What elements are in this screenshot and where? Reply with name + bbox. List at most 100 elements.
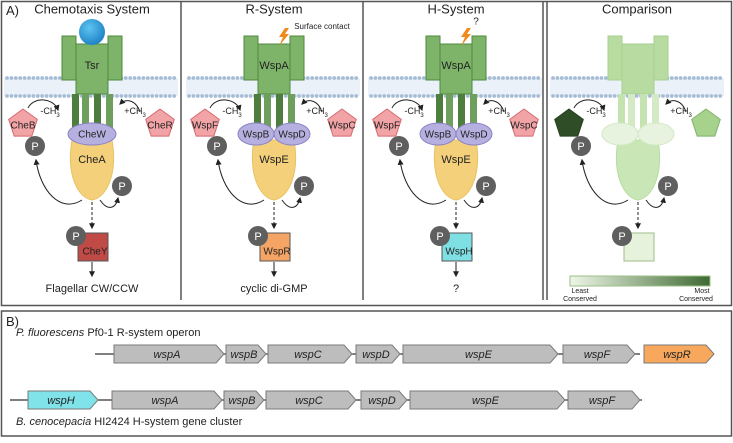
demethylation-arrow	[209, 99, 242, 112]
lipid-head	[217, 94, 222, 98]
receptor-left-arm	[425, 35, 441, 81]
adaptor-right-shape	[455, 122, 493, 146]
lipid-head	[709, 76, 714, 80]
lipid-head	[35, 76, 40, 80]
adaptor-label: CheW	[78, 130, 106, 141]
lipid-head	[523, 76, 527, 80]
lipid-head	[128, 94, 133, 98]
phosphate-label: P	[482, 181, 489, 193]
lipid-head	[283, 94, 288, 98]
lipid-head	[18, 76, 23, 80]
lipid-head	[349, 94, 354, 98]
lipid-head	[661, 94, 665, 98]
lipid-head	[40, 94, 45, 98]
lipid-head	[40, 76, 45, 80]
lipid-head	[231, 76, 235, 80]
phosphate-label: P	[436, 231, 443, 243]
lipid-head	[159, 76, 163, 80]
lipid-head	[49, 94, 53, 98]
lipid-head	[57, 76, 62, 80]
lipid-head	[399, 94, 404, 98]
lipid-head	[421, 76, 426, 80]
panel-title: Comparison	[602, 1, 672, 16]
kinase-label: WspE	[441, 154, 470, 166]
lipid-head	[527, 94, 532, 98]
phospho-kinase	[112, 176, 132, 196]
lipid-head	[573, 94, 577, 98]
output-label: ?	[453, 283, 459, 295]
lipid-head	[345, 94, 350, 98]
gene-label-wspF: wspF	[584, 349, 612, 361]
lipid-head	[568, 76, 573, 80]
lipid-head	[369, 94, 373, 98]
lipid-head	[691, 94, 696, 98]
lipid-head	[341, 76, 345, 80]
methyltransferase-label: WspC	[328, 121, 355, 132]
lipid-head	[595, 76, 599, 80]
lipid-head	[226, 94, 231, 98]
lipid-head	[505, 76, 510, 80]
phosphate-label: P	[118, 181, 125, 193]
kinase-label: CheA	[78, 154, 106, 166]
lipid-head	[514, 76, 519, 80]
kinase-shape	[69, 139, 115, 201]
phosphate-label: P	[618, 231, 625, 243]
receptor-left-arm	[607, 35, 623, 81]
lipid-head	[27, 94, 31, 98]
lipid-head	[9, 76, 14, 80]
lipid-head	[150, 76, 155, 80]
lipid-head	[713, 94, 718, 98]
gene-arrow-wspA	[111, 390, 223, 410]
lipid-head	[718, 76, 723, 80]
lightning-icon	[279, 28, 289, 46]
gene-arrow-wspB	[225, 344, 267, 364]
lipid-head	[581, 76, 586, 80]
kinase-shape	[615, 139, 661, 201]
lipid-head	[674, 76, 679, 80]
panel-title: R-System	[245, 1, 302, 16]
lipid-head	[479, 94, 483, 98]
phospho-left	[25, 136, 45, 156]
lipid-head	[426, 94, 431, 98]
gene-arrow-wspC	[265, 390, 357, 410]
lipid-head	[213, 76, 218, 80]
lipid-head	[705, 76, 709, 80]
lipid-head	[603, 76, 608, 80]
lipid-head	[527, 76, 532, 80]
lipid-head	[191, 76, 196, 80]
lipid-head	[514, 94, 519, 98]
output-label: cyclic di-GMP	[240, 283, 307, 295]
lipid-head	[314, 76, 319, 80]
lipid-head	[244, 94, 249, 98]
receptor-body	[75, 43, 109, 95]
lipid-head	[586, 76, 591, 80]
lipid-head	[612, 94, 617, 98]
gene-arrow-wspH	[27, 390, 99, 410]
lipid-head	[297, 94, 301, 98]
legend-high-label-2: Conserved	[679, 296, 713, 303]
lipid-head	[57, 94, 62, 98]
phospho-kinase	[658, 176, 678, 196]
lipid-head	[369, 76, 373, 80]
lipid-head	[231, 94, 235, 98]
lipid-head	[395, 94, 400, 98]
receptor-stalk	[72, 94, 79, 128]
gene-label-wspH: wspH	[47, 395, 75, 407]
plus-ch3-label: +CH3	[306, 106, 328, 118]
gene-label-wspB: wspB	[229, 395, 256, 407]
lipid-head	[391, 76, 395, 80]
gene-arrow-wspD	[360, 390, 408, 410]
lipid-head	[595, 94, 599, 98]
lipid-head	[354, 94, 359, 98]
lipid-head	[159, 94, 163, 98]
lipid-head	[678, 94, 683, 98]
lipid-head	[382, 94, 387, 98]
response-regulator-label: CheY	[82, 247, 107, 258]
lipid-head	[235, 76, 240, 80]
autophospho-arrow	[281, 196, 302, 208]
receptor-right-arm	[107, 35, 123, 81]
lipid-head	[5, 94, 9, 98]
phosphate-label: P	[577, 141, 584, 153]
gene-arrow-wspF	[562, 344, 636, 364]
kinase-label: WspE	[259, 154, 288, 166]
